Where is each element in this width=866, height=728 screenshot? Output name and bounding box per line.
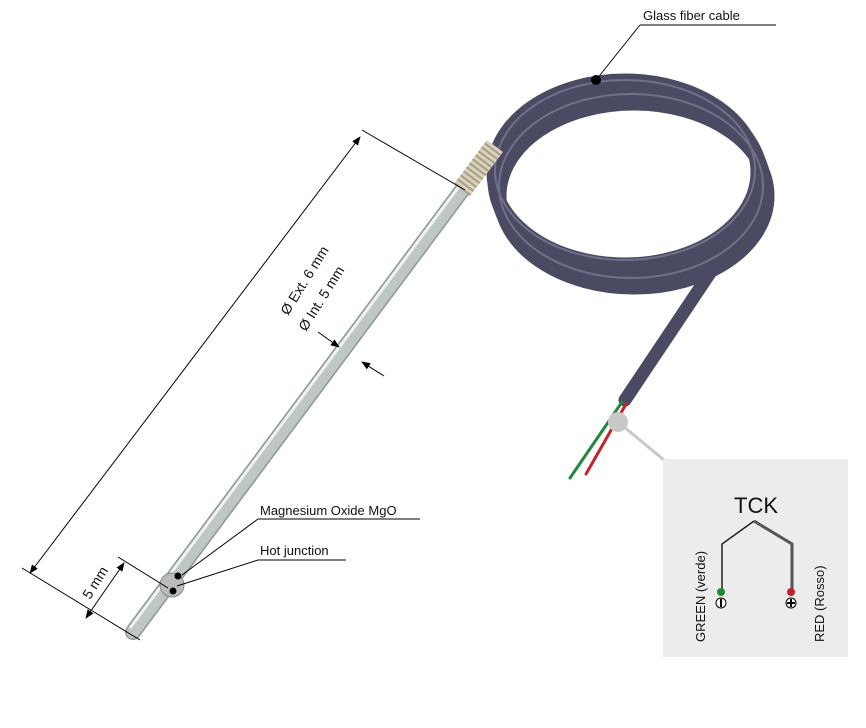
glass-fiber-cable — [486, 73, 775, 407]
cable-label: Glass fiber cable — [643, 8, 740, 23]
overall-length-dimension — [29, 136, 361, 574]
sheath-rod — [125, 140, 503, 640]
tip-length-label: 5 mm — [79, 563, 111, 601]
tip-length-dimension — [85, 562, 125, 619]
hot-junction-label: Hot junction — [260, 543, 329, 558]
green-terminal — [717, 588, 725, 596]
green-label: GREEN (verde) — [693, 551, 708, 642]
tck-title: TCK — [734, 493, 778, 518]
red-terminal — [787, 588, 795, 596]
wiring-inset: TCK GREEN (verde) RED (Rosso) — [663, 459, 848, 657]
red-label: RED (Rosso) — [812, 565, 827, 642]
mgo-label: Magnesium Oxide MgO — [260, 503, 397, 518]
